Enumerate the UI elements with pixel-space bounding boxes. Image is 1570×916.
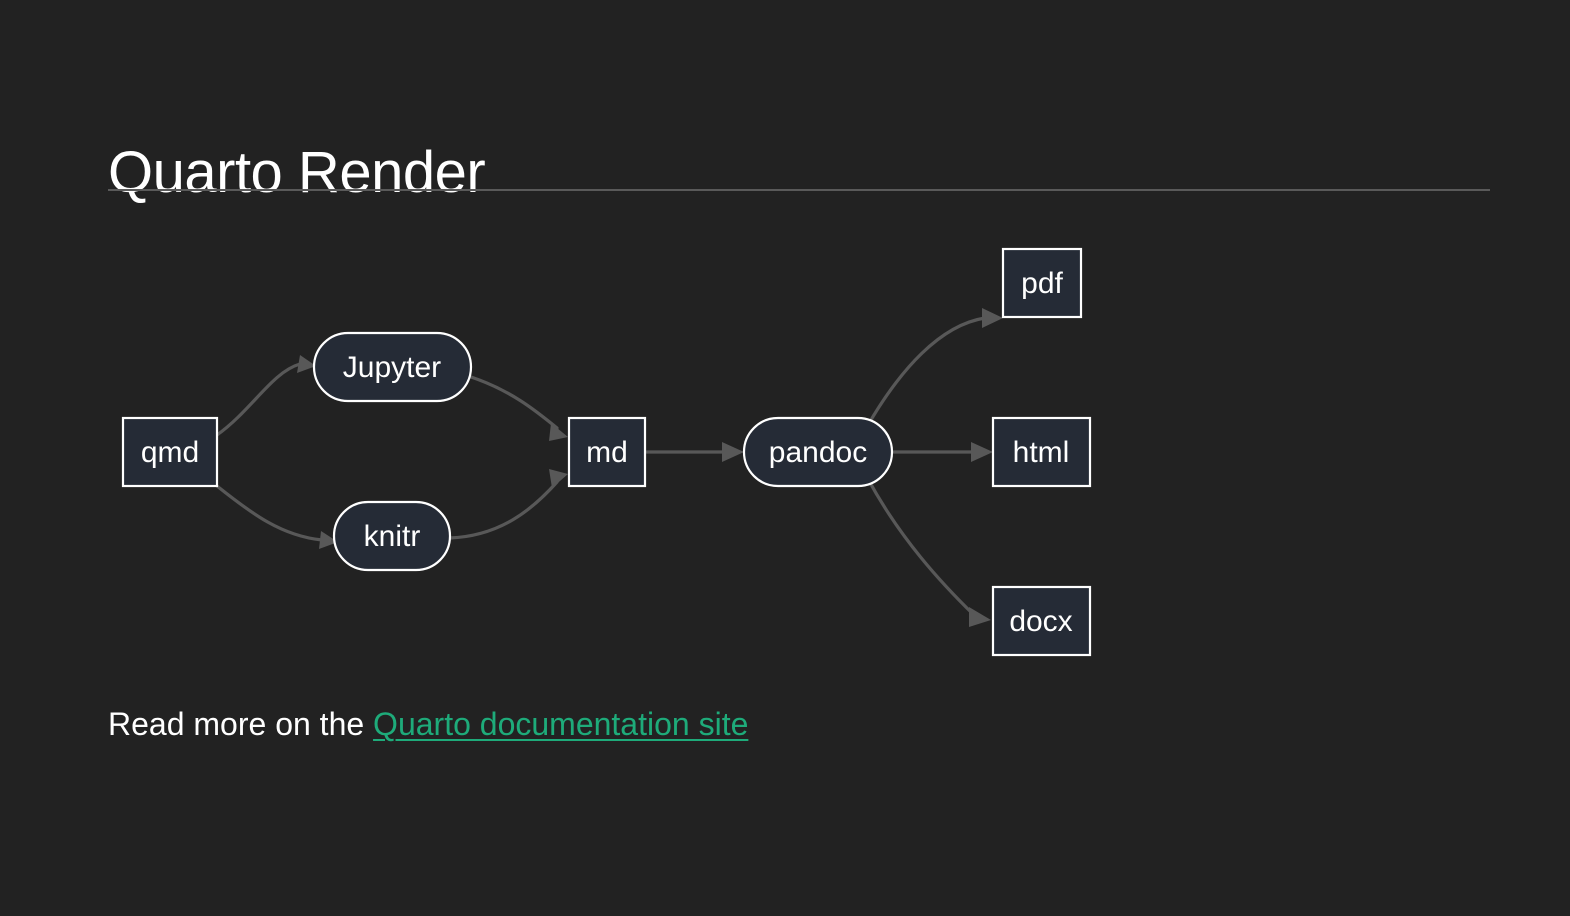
arrowhead-icon bbox=[549, 423, 568, 441]
node-label: docx bbox=[1009, 605, 1072, 638]
node-shape bbox=[742, 416, 894, 488]
read-more-prefix: Read more on the bbox=[108, 706, 374, 742]
node-label: pandoc bbox=[769, 436, 867, 469]
node-html[interactable]: html bbox=[991, 416, 1092, 488]
node-qmd[interactable]: qmd bbox=[121, 416, 219, 488]
title-divider bbox=[108, 189, 1490, 191]
node-jupyter[interactable]: Jupyter bbox=[312, 331, 473, 403]
node-pdf[interactable]: pdf bbox=[1001, 247, 1083, 319]
node-pandoc[interactable]: pandoc bbox=[742, 416, 894, 488]
node-md[interactable]: md bbox=[567, 416, 647, 488]
node-group: qmd Jupyter knitr md pandoc bbox=[121, 247, 1092, 657]
arrowhead-icon bbox=[549, 469, 568, 488]
node-label: md bbox=[586, 436, 628, 469]
edge-knitr-to-md bbox=[448, 469, 568, 540]
node-shape bbox=[332, 500, 452, 572]
edge-md-to-pandoc bbox=[643, 442, 744, 462]
node-shape bbox=[121, 416, 219, 488]
quarto-render-flowchart: qmd Jupyter knitr md pandoc bbox=[0, 220, 1570, 660]
edge-jupyter-to-md bbox=[469, 375, 568, 441]
read-more-text: Read more on the Quarto documentation si… bbox=[108, 706, 748, 743]
edge-group bbox=[215, 308, 1003, 627]
edge-path bbox=[448, 480, 559, 540]
edge-pandoc-to-html bbox=[890, 442, 993, 462]
edge-path bbox=[866, 477, 977, 618]
edge-pandoc-to-pdf bbox=[866, 308, 1003, 427]
edge-qmd-to-knitr bbox=[215, 484, 338, 549]
node-label: qmd bbox=[141, 436, 199, 469]
arrowhead-icon bbox=[971, 442, 993, 462]
page-title: Quarto Render bbox=[108, 139, 486, 205]
node-shape bbox=[312, 331, 473, 403]
node-label: knitr bbox=[364, 520, 421, 553]
node-label: Jupyter bbox=[343, 351, 441, 384]
node-docx[interactable]: docx bbox=[991, 585, 1092, 657]
edge-qmd-to-jupyter bbox=[215, 355, 316, 437]
node-shape bbox=[1001, 247, 1083, 319]
edge-pandoc-to-docx bbox=[866, 477, 991, 627]
node-knitr[interactable]: knitr bbox=[332, 500, 452, 572]
arrowhead-icon bbox=[722, 442, 744, 462]
node-shape bbox=[991, 585, 1092, 657]
flowchart-svg: qmd Jupyter knitr md pandoc bbox=[121, 247, 1092, 657]
node-label: html bbox=[1013, 436, 1070, 469]
edge-path bbox=[215, 362, 302, 437]
node-shape bbox=[991, 416, 1092, 488]
edge-path bbox=[866, 316, 987, 427]
node-label: pdf bbox=[1021, 267, 1063, 300]
arrowhead-icon bbox=[297, 355, 316, 373]
node-shape bbox=[567, 416, 647, 488]
arrowhead-icon bbox=[982, 308, 1003, 328]
quarto-documentation-link[interactable]: Quarto documentation site bbox=[373, 706, 749, 742]
arrowhead-icon bbox=[319, 531, 338, 549]
arrowhead-icon bbox=[969, 607, 991, 627]
edge-path bbox=[215, 484, 324, 542]
edge-path bbox=[469, 375, 559, 430]
